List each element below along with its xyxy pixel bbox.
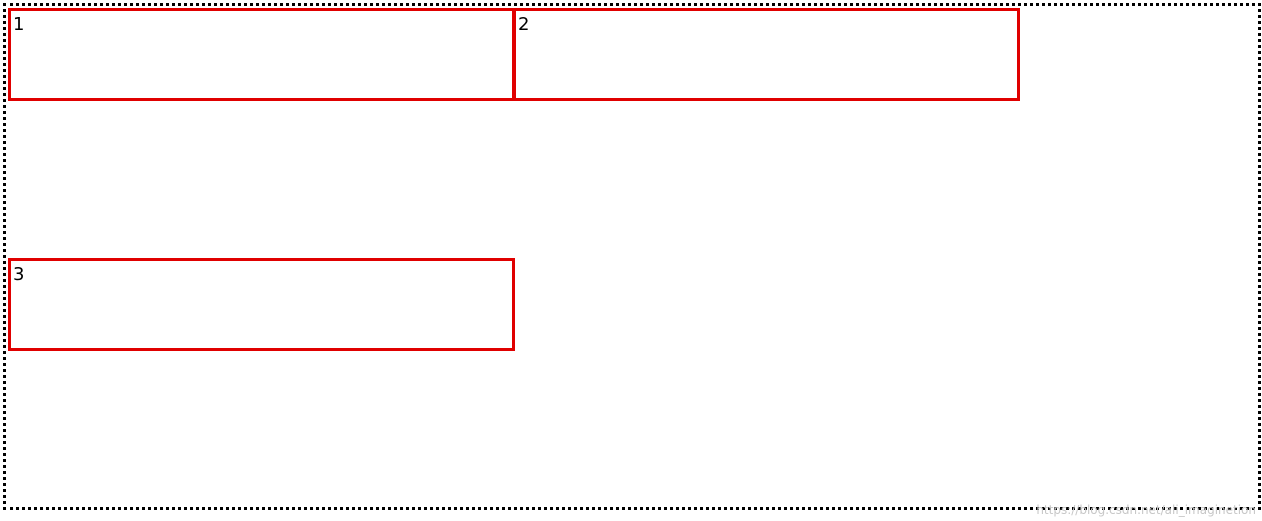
box-1: 1 [8, 8, 515, 101]
dotted-container: 1 2 3 [3, 3, 1261, 510]
box-3-label: 3 [13, 264, 25, 285]
box-2-label: 2 [518, 14, 530, 35]
box-2: 2 [513, 8, 1020, 101]
watermark-text: https://blog.csdn.net/ali_imaginetion [1036, 503, 1256, 517]
box-3: 3 [8, 258, 515, 351]
box-1-label: 1 [13, 14, 25, 35]
